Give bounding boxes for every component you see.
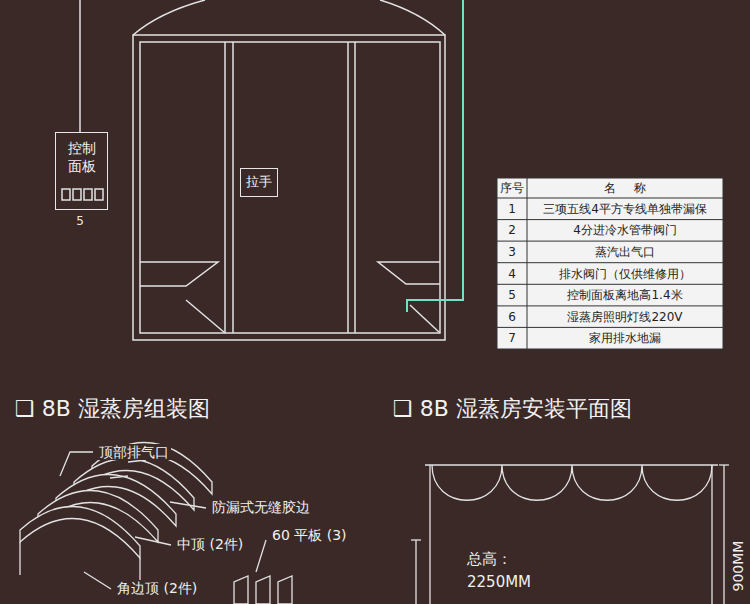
plan-scallop <box>432 465 712 500</box>
door-line <box>232 42 234 333</box>
table-line <box>497 198 723 199</box>
table-line <box>497 262 723 263</box>
table-cell: 湿蒸房照明灯线220V <box>567 311 682 323</box>
table-header: 序号 <box>500 182 524 194</box>
table-cell: 5 <box>508 289 516 301</box>
table-cell: 2 <box>508 224 516 236</box>
plan-line <box>711 465 712 604</box>
table-cell: 6 <box>508 311 516 323</box>
room-inner <box>140 42 440 333</box>
roof-panel <box>20 506 140 558</box>
leader-line <box>256 540 266 572</box>
table-line <box>497 284 723 285</box>
dimension-tick <box>719 464 729 465</box>
dimension-value: 2250MM <box>465 574 533 591</box>
part-label: 角边顶 (2件) <box>115 580 199 596</box>
part-label: 中顶 (2件) <box>175 536 245 552</box>
dimension-line <box>723 465 724 604</box>
leader-line <box>84 572 111 589</box>
wire <box>79 0 81 132</box>
room-frame <box>133 35 445 340</box>
water-pipe <box>407 0 463 312</box>
seat <box>140 262 218 286</box>
seat-line <box>186 300 225 333</box>
leader-line <box>60 452 93 476</box>
roof-line <box>380 0 445 35</box>
button <box>95 189 103 200</box>
handle-box: 拉手 <box>240 168 278 197</box>
section-heading: ❑ 8B 湿蒸房安装平面图 <box>393 396 632 421</box>
part-label: 顶部排气口 <box>97 444 171 460</box>
table-cell: 4分进冷水管带阀门 <box>573 224 677 236</box>
plan-line <box>429 465 430 604</box>
table-cell: 三项五线4平方专线单独带漏保 <box>543 203 707 215</box>
table-line <box>497 327 723 328</box>
callout-number: 5 <box>76 215 84 227</box>
panel-line <box>224 42 226 333</box>
table-cell: 4 <box>508 268 516 280</box>
door-line <box>347 42 349 333</box>
table-cell: 7 <box>508 332 516 344</box>
seat <box>378 262 440 284</box>
table-frame <box>497 178 723 349</box>
control-panel-box: 控制 面板 <box>55 132 108 210</box>
leader-line <box>170 502 206 508</box>
flat-panel <box>234 576 248 604</box>
flat-panel <box>256 576 270 604</box>
seat-line <box>410 305 440 333</box>
button <box>84 189 92 200</box>
roof-line <box>133 0 205 35</box>
dimension-value: 900MM <box>731 539 745 594</box>
roof-edge <box>19 542 20 575</box>
button <box>62 189 70 200</box>
table-header: 名 称 <box>604 182 646 194</box>
table-cell: 家用排水地漏 <box>589 332 661 344</box>
button <box>73 189 81 200</box>
box-text: 拉手 <box>246 174 272 191</box>
section-heading: ❑ 8B 湿蒸房组装图 <box>15 396 210 421</box>
dimension-line <box>415 540 416 604</box>
flat-panel <box>278 576 292 604</box>
dimension-tick <box>411 539 421 540</box>
table-cell: 1 <box>508 203 516 215</box>
table-cell: 控制面板离地高1.4米 <box>567 289 682 301</box>
part-label: 60 平板 (3) <box>270 527 349 543</box>
table-cell: 3 <box>508 246 516 258</box>
leader-line <box>135 537 171 545</box>
table-line <box>497 241 723 242</box>
table-cell: 蒸汽出气口 <box>595 246 655 258</box>
dimension-label: 总高： <box>465 551 514 568</box>
vent <box>128 460 146 462</box>
box-text: 控制 面板 <box>67 139 97 175</box>
table-line <box>497 219 723 220</box>
table-cell: 排水阀门（仅供维修用） <box>559 268 691 280</box>
panel-line <box>354 42 356 333</box>
part-label: 防漏式无缝胶边 <box>210 499 312 515</box>
table-line <box>527 178 528 349</box>
table-line <box>497 305 723 306</box>
vent <box>110 476 128 478</box>
